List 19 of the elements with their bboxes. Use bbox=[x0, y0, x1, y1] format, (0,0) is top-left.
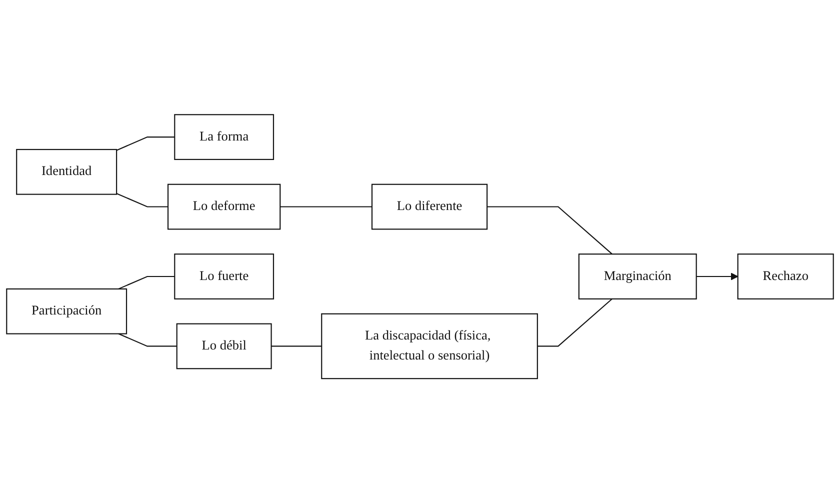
node-box: La discapacidad (física, intelectual o sensorial) bbox=[321, 314, 538, 380]
connector bbox=[118, 334, 177, 348]
node-box: Identidad bbox=[16, 149, 118, 196]
connector bbox=[280, 206, 372, 208]
connector bbox=[537, 298, 612, 348]
node-box: Rechazo bbox=[737, 254, 834, 300]
node-box: Lo deforme bbox=[167, 184, 281, 230]
connector bbox=[271, 346, 322, 348]
node-box: Lo fuerte bbox=[174, 254, 274, 300]
node-box: Lo diferente bbox=[371, 184, 488, 230]
connector bbox=[116, 193, 168, 208]
node-box: Lo débil bbox=[176, 324, 272, 370]
node-box: Marginación bbox=[578, 254, 697, 300]
arrow bbox=[696, 273, 738, 281]
connector bbox=[118, 276, 175, 290]
node-box: La forma bbox=[174, 114, 274, 160]
connector bbox=[116, 136, 175, 152]
node-box: Participación bbox=[6, 288, 128, 335]
connector bbox=[487, 206, 612, 255]
